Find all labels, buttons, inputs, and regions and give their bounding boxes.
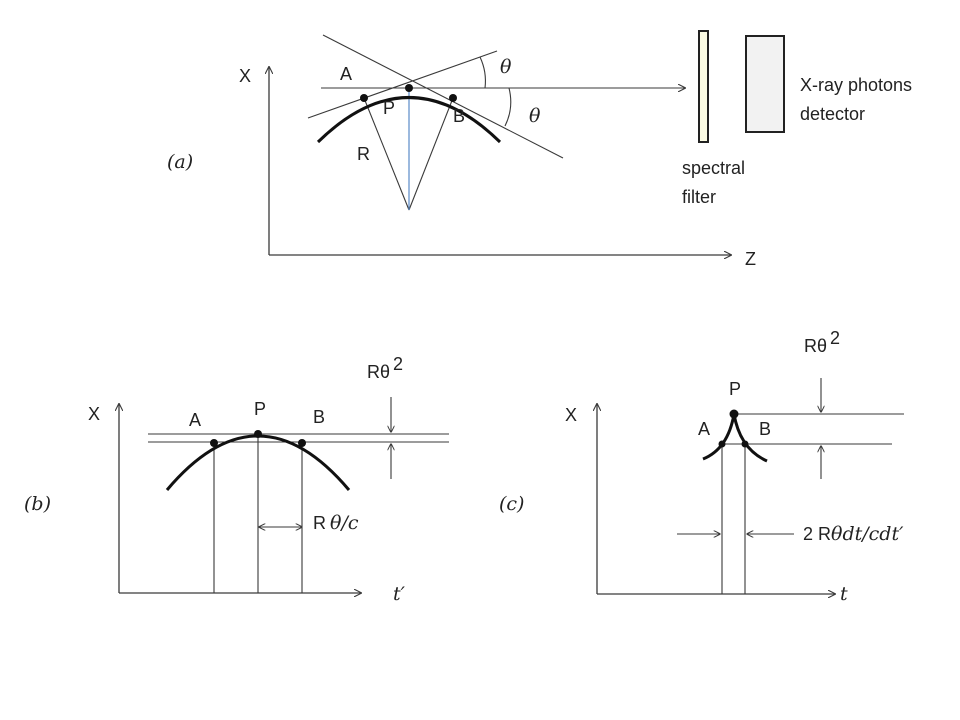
panel-a-radius-to-b xyxy=(408,97,454,211)
panel-a: X Z (a) A P B R θ θ spectral filter X-ra… xyxy=(167,30,912,269)
panel-a-angle-lower-label: θ xyxy=(529,105,541,127)
panel-a-trajectory-arc xyxy=(316,96,502,144)
panel-a-angle-upper-label: θ xyxy=(500,56,512,78)
panel-a-tangent-upper xyxy=(307,50,498,119)
panel-b-width-label-expr: θ/c xyxy=(330,512,359,534)
panel-a-point-b-dot xyxy=(449,94,457,102)
panel-c-point-p-dot xyxy=(729,409,739,419)
panel-c-label-b: B xyxy=(759,419,771,439)
panel-c-point-a-dot xyxy=(718,440,726,448)
panel-a-x-label: X xyxy=(239,66,251,86)
panel-c-label-p: P xyxy=(729,379,741,399)
panel-b-width-label-r: R xyxy=(313,513,326,533)
panel-a-detector-label-2: detector xyxy=(800,104,865,124)
panel-a-label-b: B xyxy=(453,106,465,126)
panel-a-filter-label-2: filter xyxy=(682,187,716,207)
panel-a-point-p-dot xyxy=(405,84,413,92)
panel-a-tag: (a) xyxy=(167,151,193,173)
panel-a-tangent-lower xyxy=(322,34,564,159)
panel-c-point-b-dot xyxy=(741,440,749,448)
panel-b-label-b: B xyxy=(313,407,325,427)
panel-b-t-label: t′ xyxy=(393,583,406,605)
panel-b-x-label: X xyxy=(88,404,100,424)
panel-a-label-r: R xyxy=(357,144,370,164)
panel-a-spectral-filter xyxy=(698,30,709,143)
panel-a-label-p: P xyxy=(383,98,395,118)
panel-b-point-a-dot xyxy=(210,439,218,447)
panel-b-label-p: P xyxy=(254,399,266,419)
panel-c-x-label: X xyxy=(565,405,577,425)
panel-a-label-a: A xyxy=(340,64,352,84)
panel-c-t-label: t xyxy=(840,583,848,605)
panel-b-label-a: A xyxy=(189,410,201,430)
panel-a-detector-label-1: X-ray photons xyxy=(800,75,912,95)
panel-a-radius-to-a xyxy=(363,97,410,211)
panel-c-tag: (c) xyxy=(499,493,524,515)
panel-c-label-a: A xyxy=(698,419,710,439)
panel-a-filter-label-1: spectral xyxy=(682,158,745,178)
panel-a-angle-arc-upper xyxy=(479,56,486,89)
panel-b-point-p-dot xyxy=(254,430,262,438)
panel-a-point-a-dot xyxy=(360,94,368,102)
panel-b-point-b-dot xyxy=(298,439,306,447)
panel-a-detector xyxy=(745,35,785,133)
panel-b-tag: (b) xyxy=(24,493,51,515)
panel-a-angle-arc-lower xyxy=(504,87,512,127)
panel-a-z-label: Z xyxy=(745,249,756,269)
